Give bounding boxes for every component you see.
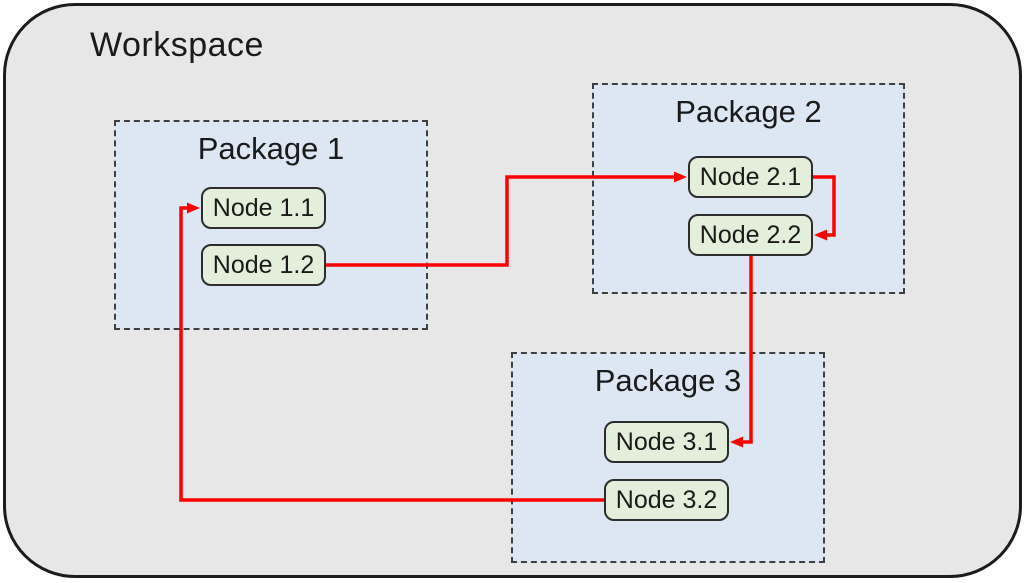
package-2-title: Package 2 — [675, 94, 822, 129]
node-2-1: Node 2.1 — [688, 156, 813, 198]
node-1-1: Node 1.1 — [201, 187, 326, 229]
workspace-label: Workspace — [90, 26, 264, 64]
package-3-title: Package 3 — [594, 363, 742, 398]
node-3-2: Node 3.2 — [604, 479, 729, 521]
node-1-2: Node 1.2 — [201, 244, 326, 286]
node-3-1: Node 3.1 — [604, 421, 729, 463]
node-2-2: Node 2.2 — [688, 214, 813, 256]
package-1-title: Package 1 — [197, 131, 345, 166]
